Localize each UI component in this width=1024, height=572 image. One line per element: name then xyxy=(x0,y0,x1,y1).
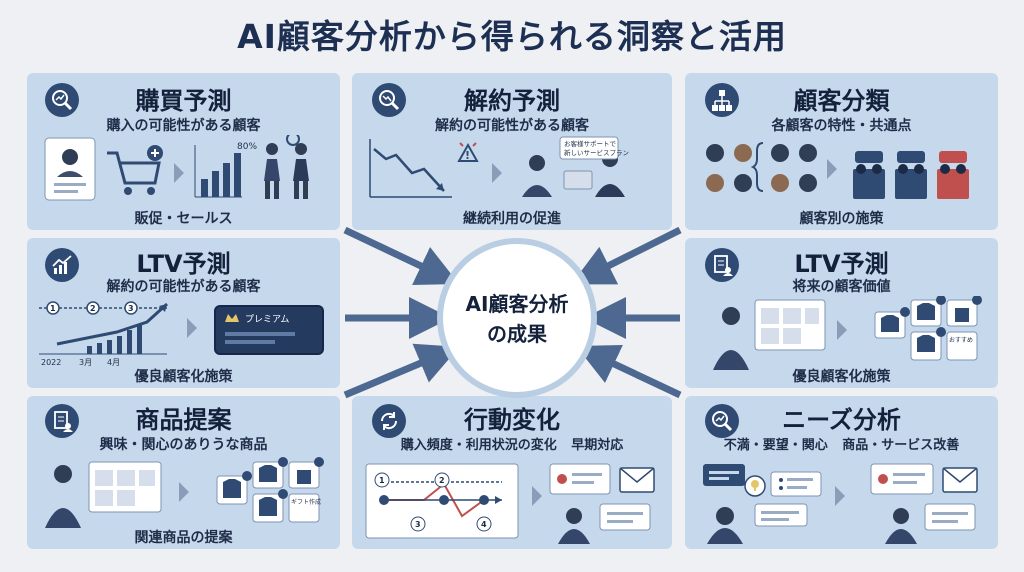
recommend-tag: おすすめ xyxy=(949,337,973,344)
card-footer: 優良顧客化施策 xyxy=(792,369,891,385)
needs-illustration xyxy=(685,458,998,544)
card-purchase-prediction: 購買予測 購入の可能性がある顧客 80% 販促・セールス xyxy=(27,73,340,230)
card-footer: 関連商品の提案 xyxy=(134,530,233,546)
behavior-illustration: 1 2 3 4 xyxy=(352,458,672,544)
card-footer: 優良顧客化施策 xyxy=(134,369,233,385)
card-title: LTV予測 xyxy=(136,250,231,278)
step-2: 2 xyxy=(439,476,445,485)
card-subtitle: 各顧客の特性・共通点 xyxy=(771,118,912,134)
card-subtitle-main: 不満・要望・関心 xyxy=(723,438,828,453)
purchase-illustration: 80% xyxy=(27,135,340,205)
magnifier-chart-icon xyxy=(705,404,739,438)
ltv-left-illustration: 1 2 3 2022 3月 4月 プレミアム xyxy=(27,296,340,366)
step-4: 4 xyxy=(481,520,487,529)
card-subtitle: 購入頻度・利用状況の変化 早期対応 xyxy=(352,434,672,453)
arrow-from-segment xyxy=(571,226,682,285)
churn-illustration: ! お客様サポートで 新しいサービスプラン xyxy=(352,135,672,205)
timeline-label: 4月 xyxy=(107,358,120,366)
page-title: AI顧客分析から得られる洞察と活用 xyxy=(237,17,787,56)
card-title: 商品提案 xyxy=(135,406,232,434)
premium-label: プレミアム xyxy=(245,314,289,325)
step-1: 1 xyxy=(379,476,385,485)
card-subtitle: 購入の可能性がある顧客 xyxy=(106,118,261,134)
svg-text:お客様サポートで: お客様サポートで xyxy=(564,139,617,148)
product-illustration: ギフト作成 xyxy=(27,456,340,528)
center-title-line2: の成果 xyxy=(487,322,547,346)
card-title: 顧客分類 xyxy=(793,87,890,115)
card-title: LTV予測 xyxy=(794,250,889,278)
card-title: ニーズ分析 xyxy=(782,406,901,434)
magnifier-chart-icon xyxy=(372,83,406,117)
timeline-label: 3月 xyxy=(79,358,92,366)
card-subtitle: 将来の顧客価値 xyxy=(792,279,891,295)
step-2: 2 xyxy=(90,304,96,313)
magnifier-chart-icon xyxy=(45,83,79,117)
step-1: 1 xyxy=(50,304,56,313)
card-title: 購買予測 xyxy=(135,87,232,115)
card-footer: 販促・セールス xyxy=(134,211,233,227)
center-title-line1: AI顧客分析 xyxy=(465,292,569,316)
center-result-circle: AI顧客分析 の成果 xyxy=(437,238,597,398)
step-3: 3 xyxy=(415,520,421,529)
card-behavior-change: 行動変化 購入頻度・利用状況の変化 早期対応 1 2 3 4 xyxy=(352,396,672,549)
card-subtitle-extra: 商品・サービス改善 xyxy=(842,438,960,453)
chart-label: 80% xyxy=(237,142,257,152)
card-subtitle-main: 購入頻度・利用状況の変化 xyxy=(400,438,557,453)
segment-illustration xyxy=(685,135,998,205)
card-needs-analysis: ニーズ分析 不満・要望・関心 商品・サービス改善 xyxy=(685,396,998,549)
step-3: 3 xyxy=(128,304,134,313)
ltv-right-illustration: おすすめ xyxy=(685,296,998,372)
card-footer: 継続利用の促進 xyxy=(463,211,561,227)
refresh-icon xyxy=(372,404,406,438)
card-title: 解約予測 xyxy=(464,87,560,115)
card-ltv-prediction-right: LTV予測 将来の顧客価値 おすすめ 優良顧客化施策 xyxy=(685,238,998,388)
document-user-icon xyxy=(45,404,79,438)
arrow-from-product xyxy=(343,343,460,399)
arrow-from-needs xyxy=(575,344,682,399)
card-subtitle: 解約の可能性がある顧客 xyxy=(106,279,261,295)
card-customer-segmentation: 顧客分類 各顧客の特性・共通点 顧客別の施策 xyxy=(685,73,998,230)
document-user-icon xyxy=(705,248,739,282)
svg-text:新しいサービスプラン: 新しいサービスプラン xyxy=(564,148,629,157)
hierarchy-icon xyxy=(705,83,739,117)
timeline-label: 2022 xyxy=(41,358,61,366)
card-footer: 顧客別の施策 xyxy=(799,211,884,227)
svg-text:!: ! xyxy=(465,149,470,162)
arrow-from-purchase xyxy=(343,226,459,285)
card-subtitle: 不満・要望・関心 商品・サービス改善 xyxy=(685,434,998,453)
card-churn-prediction: 解約予測 解約の可能性がある顧客 ! お客様サポートで 新しいサービスプラン 継… xyxy=(352,73,672,230)
card-subtitle-extra: 早期対応 xyxy=(571,438,624,453)
gift-tag: ギフト作成 xyxy=(291,498,321,506)
card-subtitle: 解約の可能性がある顧客 xyxy=(435,118,589,134)
card-ltv-prediction-left: LTV予測 解約の可能性がある顧客 1 2 3 2022 3月 4月 プレミアム xyxy=(27,238,340,388)
growth-chart-icon xyxy=(45,248,79,282)
card-subtitle: 興味・関心のありうな商品 xyxy=(99,437,268,453)
card-title: 行動変化 xyxy=(464,406,560,434)
card-product-recommendation: 商品提案 興味・関心のありうな商品 ギフト作成 関連商品の提案 xyxy=(27,396,340,549)
